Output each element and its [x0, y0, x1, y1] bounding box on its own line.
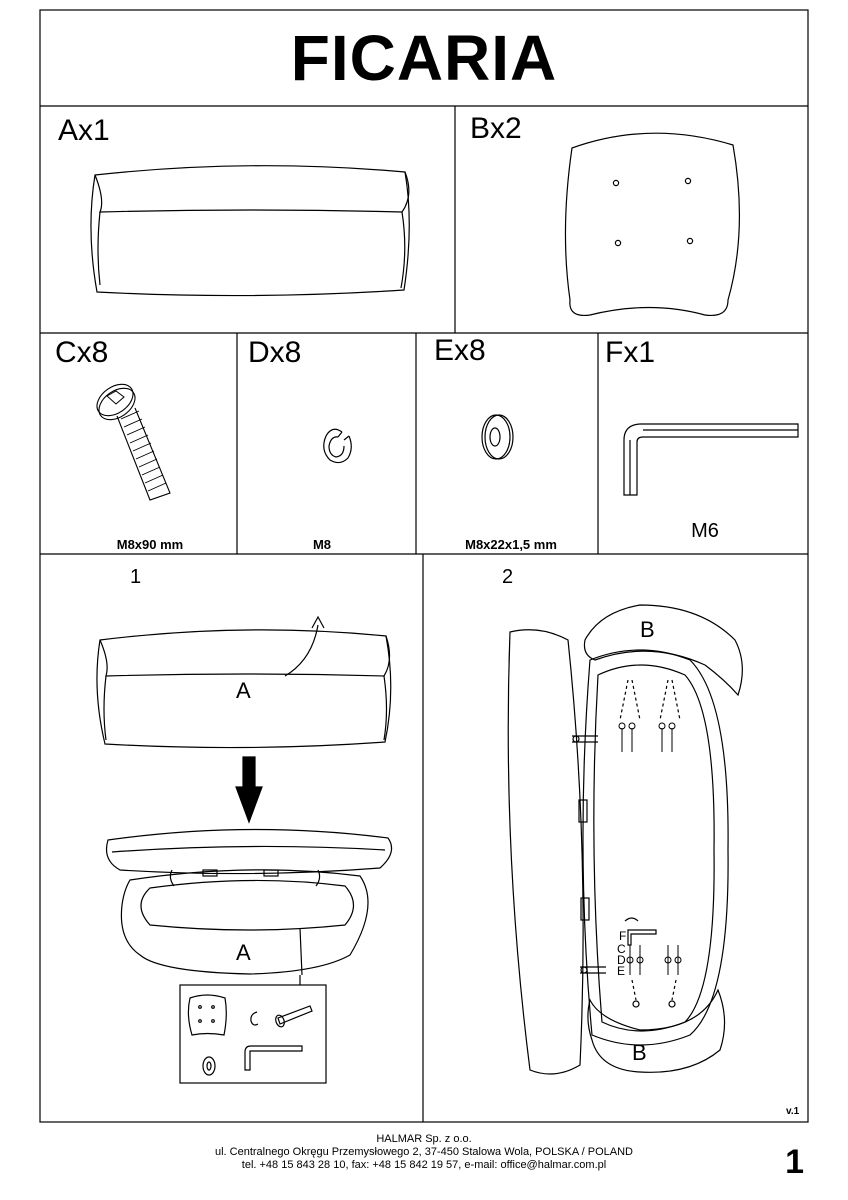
- part-d-spring-washer-drawing: [323, 428, 352, 464]
- footer-company: HALMAR Sp. z o.o.: [376, 1133, 472, 1145]
- step-2-drawing: [507, 604, 743, 1075]
- part-e-label: Ex8: [434, 334, 486, 367]
- part-a-label: Ax1: [58, 114, 110, 147]
- part-b-label: Bx2: [470, 112, 522, 145]
- page-number: 1: [785, 1143, 804, 1181]
- step-1-callout-a-bottom: A: [236, 940, 251, 965]
- part-e-spec: M8x22x1,5 mm: [465, 537, 557, 552]
- part-b-back-cushion-drawing: [564, 132, 740, 317]
- step-2-letter-f: F: [619, 929, 627, 943]
- step-2-letter-d: D: [617, 953, 626, 967]
- step-2-letter-e: E: [617, 964, 626, 978]
- step-1-drawing: [96, 615, 393, 1084]
- part-e-washer-drawing: [481, 414, 514, 460]
- part-c-label: Cx8: [55, 336, 109, 369]
- part-f-spec: M6: [691, 520, 719, 542]
- step-2-letter-c: C: [617, 942, 626, 956]
- product-title: FICARIA: [290, 22, 558, 94]
- step-1-number: 1: [130, 566, 142, 588]
- footer-contact: tel. +48 15 843 28 10, fax: +48 15 842 1…: [241, 1159, 607, 1171]
- step-2-callout-b-bottom: B: [632, 1040, 647, 1065]
- step-2-number: 2: [502, 566, 514, 588]
- part-f-label: Fx1: [605, 336, 656, 369]
- part-c-spec: M8x90 mm: [116, 537, 184, 552]
- part-c-bolt-drawing: [96, 383, 171, 501]
- version-label: v.1: [786, 1106, 800, 1117]
- part-f-hex-key-drawing: [623, 423, 799, 496]
- footer: HALMAR Sp. z o.o. ul. Centralnego Okręgu…: [0, 1133, 848, 1172]
- footer-address: ul. Centralnego Okręgu Przemysłowego 2, …: [214, 1146, 633, 1158]
- part-a-seat-drawing: [90, 165, 410, 297]
- page-frame: [39, 9, 809, 1123]
- part-d-label: Dx8: [248, 336, 302, 369]
- step-1-callout-a-top: A: [236, 678, 251, 703]
- part-d-spec: M8: [312, 537, 332, 552]
- step-2-callout-b-top: B: [640, 617, 655, 642]
